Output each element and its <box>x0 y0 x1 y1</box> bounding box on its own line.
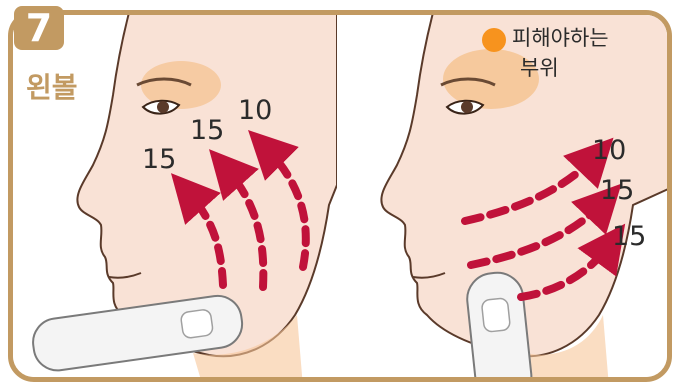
arrow-top <box>465 155 597 221</box>
avoid-dot-icon <box>482 28 506 52</box>
arrow-3 <box>265 147 306 267</box>
panel-divider <box>337 15 349 382</box>
left-count-upper: 10 <box>238 96 272 126</box>
step-number-badge: 7 <box>14 6 64 50</box>
step-title: 왼볼 <box>26 72 78 104</box>
left-count-lower: 15 <box>142 145 176 175</box>
arrow-1 <box>187 191 223 285</box>
arrow-2 <box>225 167 263 287</box>
step-frame <box>8 10 672 382</box>
legend-text-line2: 부위 <box>520 54 559 82</box>
legend-text-line1: 피해야하는 <box>512 24 609 52</box>
right-count-middle: 15 <box>600 176 634 206</box>
left-count-middle: 15 <box>190 116 224 146</box>
right-count-bottom: 15 <box>612 222 646 252</box>
right-count-top: 10 <box>592 136 626 166</box>
